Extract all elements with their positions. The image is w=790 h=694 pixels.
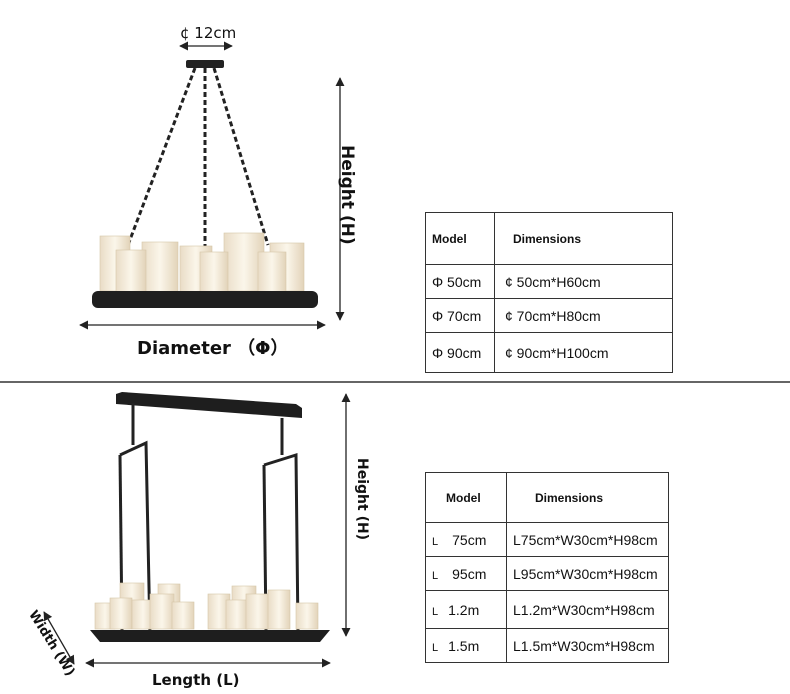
model-value: 1.5m [448,637,480,654]
dimensions-cell: ¢ 70cm*H80cm [494,298,673,333]
model-cell: L 1.5m [425,628,507,663]
table-row: L 95cm L95cm*W30cm*H98cm [425,556,669,591]
model-cell: L 75cm [425,522,507,557]
dimensions-header: Dimensions [506,472,669,523]
dimensions-cell: ¢ 50cm*H60cm [494,264,673,299]
table-row: Φ 90cm ¢ 90cm*H100cm [425,332,673,373]
top-diameter-label: ¢ 12cm [180,24,237,42]
model-cell: L 1.2m [425,590,507,629]
model-value: 95cm [452,565,487,582]
model-header: Model [425,472,507,523]
round-spec-table: Model Dimensions Φ 50cm ¢ 50cm*H60cm Φ 7… [425,212,673,373]
table-row: Φ 50cm ¢ 50cm*H60cm [425,264,673,299]
table-header-row: Model Dimensions [425,212,673,265]
table-row: L 1.5m L1.5m*W30cm*H98cm [425,628,669,663]
length-label: Length (L) [152,671,240,689]
model-prefix: L [432,535,439,548]
table-row: L 1.2m L1.2m*W30cm*H98cm [425,590,669,629]
table-row: Φ 70cm ¢ 70cm*H80cm [425,298,673,333]
dimensions-cell: L1.5m*W30cm*H98cm [506,628,669,663]
dimensions-cell: L95cm*W30cm*H98cm [506,556,669,591]
model-cell: Φ 50cm [425,264,495,299]
dimensions-cell: L1.2m*W30cm*H98cm [506,590,669,629]
model-prefix: L [432,605,439,618]
diameter-label: Diameter （Φ） [137,338,289,359]
dimensions-cell: L75cm*W30cm*H98cm [506,522,669,557]
table-header-row: Model Dimensions [425,472,669,523]
linear-chandelier-image [90,392,330,642]
width-arrow [43,611,75,665]
model-cell: L 95cm [425,556,507,591]
round-chandelier-image [92,60,318,308]
dimensions-cell: ¢ 90cm*H100cm [494,332,673,373]
model-prefix: L [432,569,439,582]
linear-height-label: Height (H) [354,458,370,541]
model-header: Model [425,212,495,265]
model-cell: Φ 90cm [425,332,495,373]
model-value: 75cm [452,531,487,548]
dimensions-header: Dimensions [494,212,673,265]
table-row: L 75cm L75cm*W30cm*H98cm [425,522,669,557]
linear-spec-table: Model Dimensions L 75cm L75cm*W30cm*H98cm… [425,472,669,663]
model-cell: Φ 70cm [425,298,495,333]
model-value: 1.2m [448,601,480,618]
round-height-label: Height (H) [337,145,357,245]
model-prefix: L [432,641,439,654]
